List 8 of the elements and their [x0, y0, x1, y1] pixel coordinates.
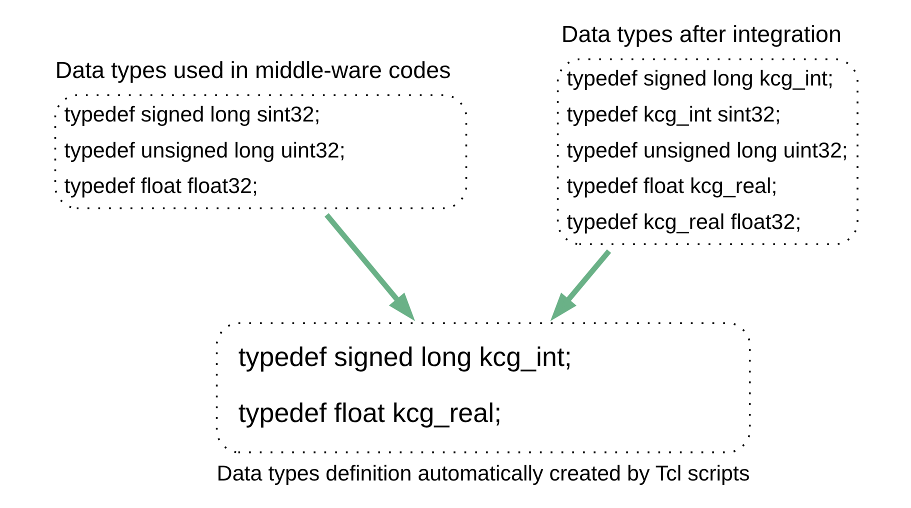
node-box: typedef signed long sint32; typedef unsigned long uint32; typedef float float32; [54, 94, 468, 210]
node-box: typedef signed long kcg_int; typedef float kcg_real; [216, 322, 751, 454]
node-label: Data types after integration [561, 21, 842, 48]
node-box: typedef signed long kcg_int; typedef kcg_int sint32; typedef unsigned long uint32; typedef float kcg_real; typedef kcg_real float32; [556, 58, 858, 246]
arrow [324, 213, 416, 322]
node-label: Data types used in middle-ware codes [55, 56, 451, 83]
arrow [550, 249, 612, 322]
node-label: Data types definition automatically created by Tcl scripts [216, 461, 750, 486]
